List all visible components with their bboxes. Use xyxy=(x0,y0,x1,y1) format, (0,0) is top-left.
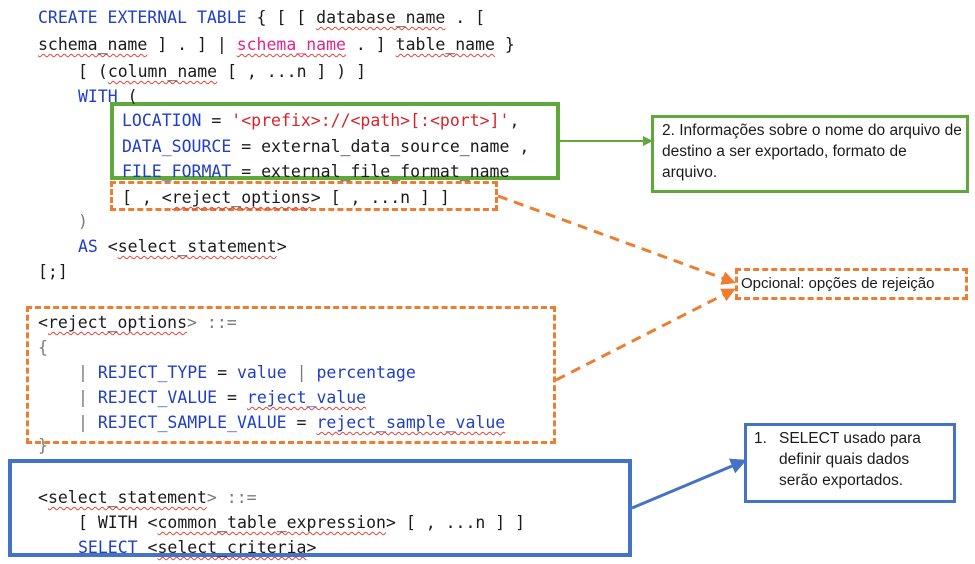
info-callout-text: 2. Informações sobre o nome do arquivo d… xyxy=(662,122,962,181)
orange-arrow-upper xyxy=(497,194,736,285)
with-clause-green-box xyxy=(110,102,560,180)
select-callout-number: 1. xyxy=(754,430,767,447)
reject-options-dashed-box xyxy=(110,181,498,211)
select-statement-blue-box xyxy=(8,459,632,557)
code-line-18: <select_statement> ::= xyxy=(38,488,257,507)
code-line-6: DATA_SOURCE = external_data_source_name … xyxy=(122,137,530,156)
code-line-4: WITH ( xyxy=(78,87,138,106)
code-line-13: { xyxy=(38,338,48,357)
reject-options-definition-dashed-box xyxy=(26,306,556,444)
code-line-14: | REJECT_TYPE = value | percentage xyxy=(78,363,416,382)
code-line-11: [;] xyxy=(38,262,68,281)
code-line-9: ) xyxy=(78,212,88,231)
select-callout-text: SELECT usado para definir quais dados se… xyxy=(779,430,921,489)
optional-callout-text: Opcional: opções de rejeição xyxy=(741,275,935,292)
code-line-20: SELECT <select_criteria> xyxy=(78,538,317,557)
code-line-3: [ (column_name [ , ...n ] ) ] xyxy=(78,62,367,81)
code-line-17: } xyxy=(38,436,48,455)
info-callout-box xyxy=(651,115,969,193)
code-line-15: | REJECT_VALUE = reject_value xyxy=(78,388,367,407)
code-line-1: CREATE EXTERNAL TABLE { [ [ database_nam… xyxy=(38,8,486,27)
code-line-5: LOCATION = '<prefix>://<path>[:<port>]', xyxy=(122,111,520,130)
code-line-16: | REJECT_SAMPLE_VALUE = reject_sample_va… xyxy=(78,413,506,432)
code-line-19: [ WITH <common_table_expression> [ , ...… xyxy=(78,513,526,532)
code-line-2: schema_name ] . ] | schema_name . ] tabl… xyxy=(38,35,515,54)
orange-arrow-lower xyxy=(555,288,736,382)
blue-arrow xyxy=(631,458,747,510)
optional-callout-box xyxy=(735,268,968,300)
code-line-8: [ , <reject_options> [ , ...n ] ] xyxy=(122,188,450,207)
code-line-10: AS <select_statement> xyxy=(78,237,287,256)
code-line-12: <reject_options> ::= xyxy=(38,313,237,332)
code-line-7: FILE_FORMAT = external_file_format_name xyxy=(122,162,510,181)
